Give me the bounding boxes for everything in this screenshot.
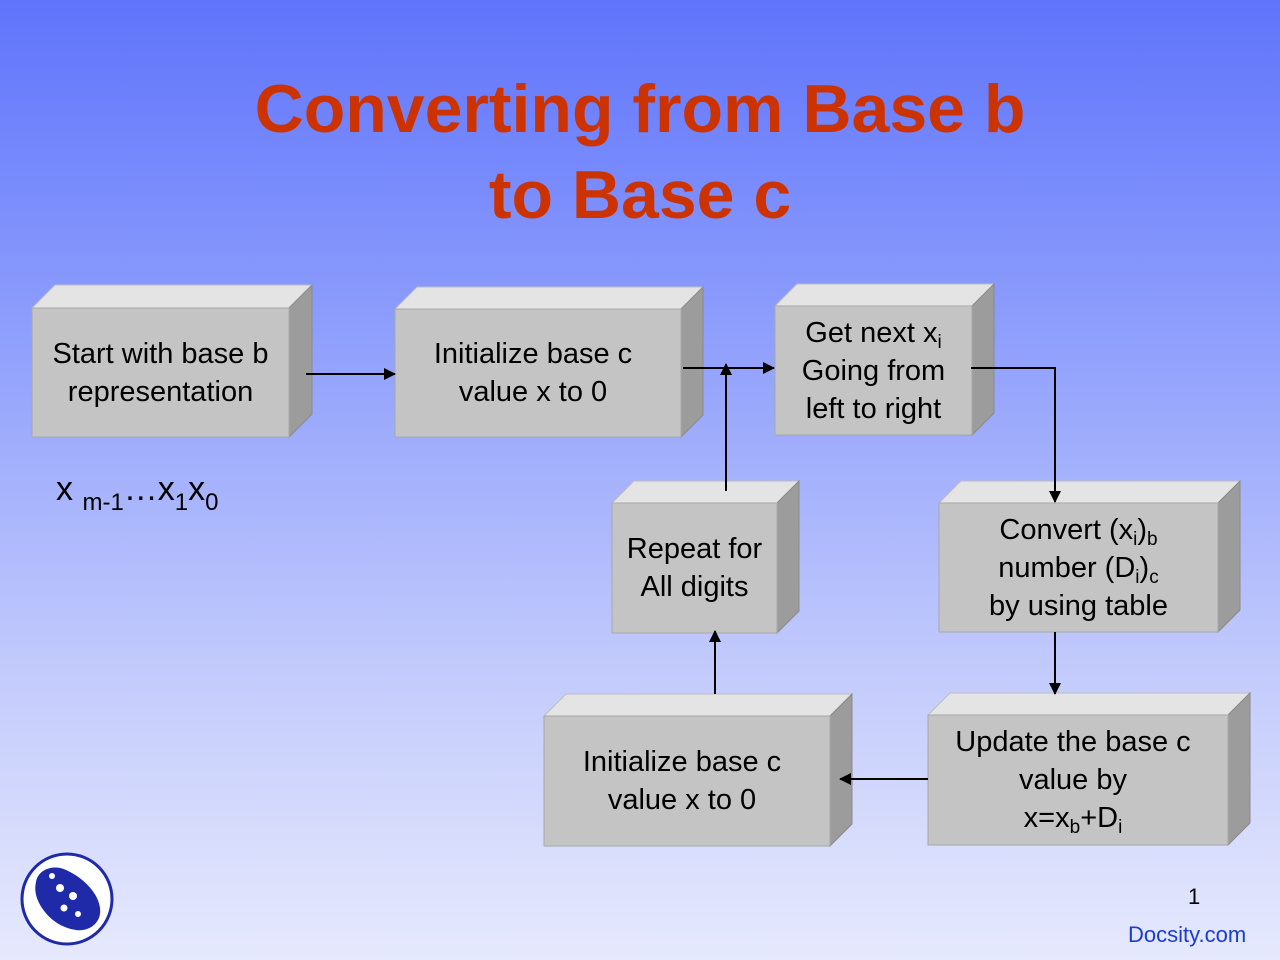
digit-sequence: x m-1…x1x0 bbox=[56, 470, 219, 516]
box-convert: Convert (xi)b number (Di)c by using tabl… bbox=[937, 479, 1242, 634]
box-get-next-shape bbox=[773, 282, 996, 437]
box-start: Start with base b representation bbox=[30, 283, 314, 439]
box-initialize-bottom: Initialize base c value x to 0 bbox=[542, 692, 854, 848]
box-start-line-2: representation bbox=[67, 375, 254, 408]
box-repeat-line-2: All digits bbox=[640, 571, 749, 603]
box-repeat-line-1: Repeat for bbox=[626, 533, 763, 565]
box-start-shape bbox=[30, 283, 314, 439]
box-initialize-top-shape bbox=[393, 285, 705, 439]
box-update-line-3: x=xb+Di bbox=[1023, 802, 1123, 838]
box-update: Update the base c value by x=xb+Di bbox=[926, 691, 1252, 847]
docsity-logo-icon bbox=[20, 852, 114, 946]
box-get-next-line-2: Going from bbox=[801, 354, 946, 387]
box-repeat: Repeat for All digits bbox=[610, 479, 801, 635]
box-convert-line-3: by using table bbox=[989, 589, 1168, 622]
box-start-line-1: Start with base b bbox=[52, 337, 269, 370]
box-get-next: Get next xi Going from left to right bbox=[773, 282, 996, 437]
title-line-2: to Base c bbox=[488, 157, 792, 233]
box-initialize-bottom-shape bbox=[542, 692, 854, 848]
box-convert-line-2: number (Di)c bbox=[998, 551, 1159, 588]
box-get-next-line-1: Get next xi bbox=[805, 316, 942, 353]
box-convert-line-1: Convert (xi)b bbox=[999, 513, 1158, 550]
page-number: 1 bbox=[1188, 884, 1201, 909]
brand-link[interactable]: Docsity.com bbox=[1128, 922, 1247, 947]
box-repeat-shape bbox=[610, 479, 801, 635]
box-update-line-2: value by bbox=[1018, 764, 1127, 796]
box-get-next-line-3: left to right bbox=[805, 392, 942, 425]
slide-title: Converting from Base b to Base c bbox=[0, 66, 1280, 238]
box-initialize-top-line-2: value x to 0 bbox=[458, 376, 608, 408]
box-update-line-1: Update the base c bbox=[955, 726, 1191, 758]
box-initialize-bottom-line-2: value x to 0 bbox=[607, 784, 757, 816]
box-initialize-top-line-1: Initialize base c bbox=[433, 338, 633, 370]
box-initialize-bottom-line-1: Initialize base c bbox=[582, 746, 782, 778]
box-initialize-top: Initialize base c value x to 0 bbox=[393, 285, 705, 439]
box-convert-shape bbox=[937, 479, 1242, 634]
box-update-shape bbox=[926, 691, 1252, 847]
arrow-get-next-to-convert bbox=[971, 367, 1061, 503]
title-line-1: Converting from Base b bbox=[254, 71, 1026, 147]
